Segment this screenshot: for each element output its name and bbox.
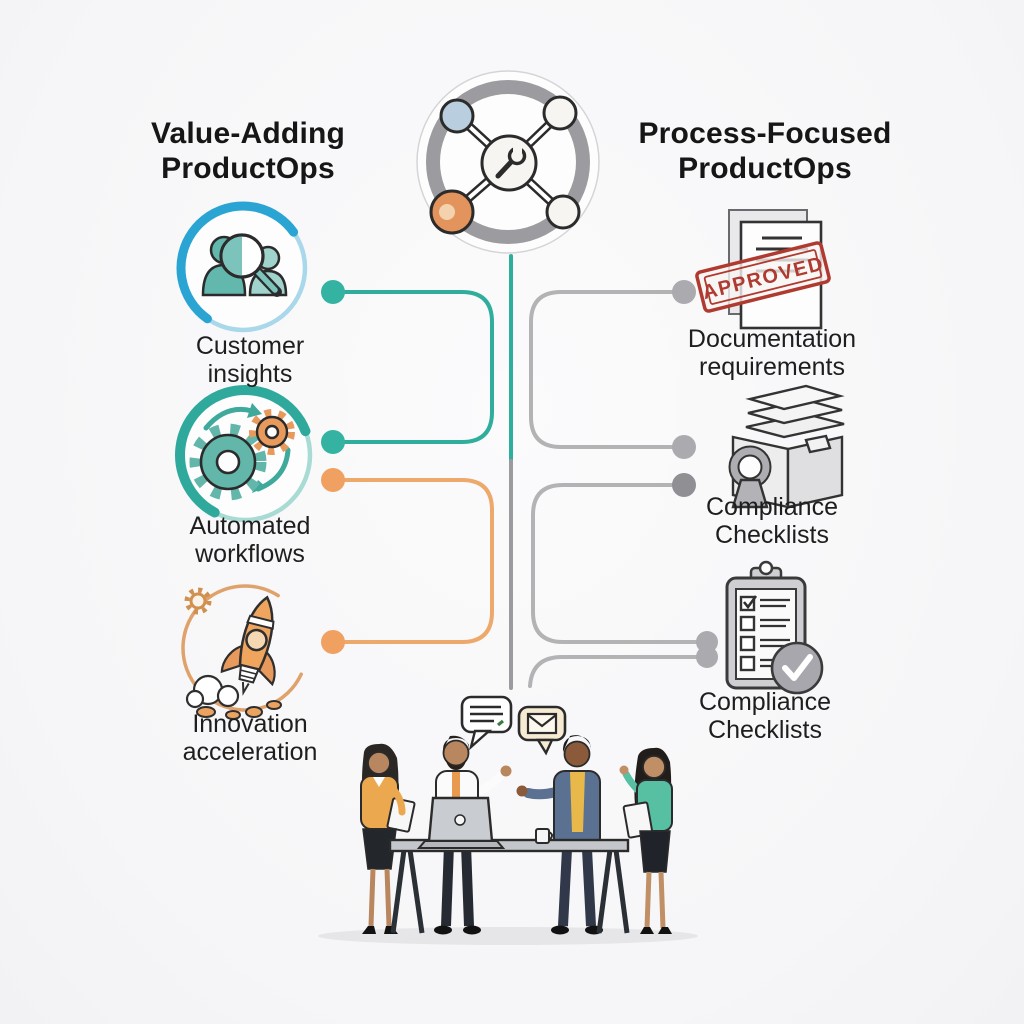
orange-dot-2: [321, 630, 345, 654]
gray-dot-5: [696, 646, 718, 668]
teal-dot-2: [321, 430, 345, 454]
label-innovation-acceleration: Innovation acceleration: [182, 710, 318, 766]
gear-large: [189, 423, 267, 501]
floor-shadow: [318, 927, 698, 945]
envelope-icon: [526, 712, 558, 735]
table: [388, 838, 630, 934]
pencil-icon: [497, 719, 504, 727]
customer-insights-icon: [176, 201, 310, 335]
speech-bubble-notes: [460, 695, 513, 751]
right-heading: Process-Focused ProductOps: [638, 117, 892, 186]
rocket: [220, 595, 276, 696]
label-compliance-checklists-2: Compliance Checklists: [698, 688, 831, 744]
innovation-rocket-icon: [181, 584, 309, 720]
laptop: [416, 796, 506, 849]
hub-node-bottom-right: [545, 194, 581, 230]
connector-dots: [321, 280, 718, 668]
person-man-blue-suit: [516, 735, 603, 935]
gray-dot-3: [672, 473, 696, 497]
gear-small: [249, 409, 295, 455]
automated-workflows-icon: [175, 385, 315, 525]
label-automated-workflows: Automated workflows: [189, 512, 311, 568]
teal-bracket: [331, 290, 494, 444]
connector-lines: [331, 254, 709, 690]
label-documentation-requirements: Documentation requirements: [687, 325, 857, 381]
teal-dot-1: [321, 280, 345, 304]
left-heading: Value-Adding ProductOps: [150, 117, 346, 186]
person-woman-left: [360, 743, 416, 934]
orange-dot-1: [321, 468, 345, 492]
wrench-icon: [495, 146, 527, 179]
label-customer-insights: Customer insights: [195, 332, 305, 388]
tiny-gear-icon: [184, 587, 212, 615]
hub-node-top-right: [542, 95, 578, 131]
gray-bracket-upper: [529, 290, 686, 449]
magnifier-icon: [219, 233, 282, 297]
gray-dot-1: [672, 280, 696, 304]
person-woman-right: [619, 747, 673, 934]
gray-dot-2: [672, 435, 696, 459]
archive-box-icon: [728, 384, 845, 509]
label-compliance-checklists-1: Compliance Checklists: [705, 493, 838, 549]
hub-node-blue: [439, 98, 475, 134]
orange-bracket: [331, 478, 494, 644]
gray-bracket-lower: [531, 483, 709, 644]
team-discussion-scene: [318, 695, 698, 945]
smoke-clouds: [185, 674, 282, 720]
speech-bubble-mail: [517, 705, 567, 756]
gray-tail-line: [528, 655, 709, 688]
checklist-clipboard-icon: [725, 560, 824, 695]
network-hub-icon: [416, 70, 600, 254]
approved-documents-icon: APPROVED: [695, 209, 831, 330]
check-circle-icon: [770, 641, 824, 695]
coffee-cup: [535, 828, 553, 844]
